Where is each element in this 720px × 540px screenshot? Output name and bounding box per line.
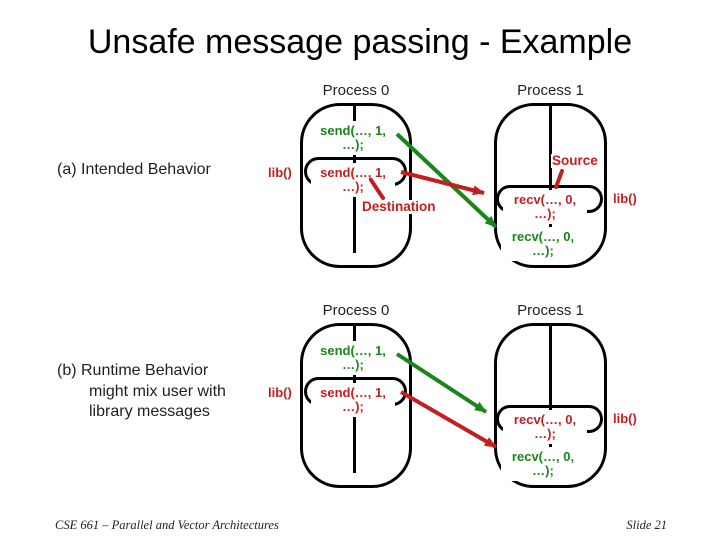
- process1-lifeline-a: [549, 106, 552, 242]
- section-a-caption: (a) Intended Behavior: [57, 161, 211, 178]
- source-annotation: Source: [551, 153, 599, 168]
- lib-label-right-a: lib(): [613, 191, 637, 206]
- slide-title: Unsafe message passing - Example: [87, 23, 633, 61]
- process0-header-a: Process 0: [322, 82, 390, 99]
- user-recv-label-a: recv(…, 0, …);: [501, 227, 585, 261]
- library-send-label-a: send(…, 1, …);: [311, 163, 395, 197]
- library-recv-label-a: recv(…, 0, …);: [503, 190, 587, 224]
- section-b-caption-line-3: library messages: [89, 403, 210, 420]
- destination-annotation: Destination: [361, 199, 437, 214]
- process1-lifeline-b: [549, 326, 552, 462]
- library-message-arrow-a: [400, 170, 485, 196]
- section-b-caption-line-1: (b) Runtime Behavior: [57, 362, 209, 379]
- footer-course-label: CSE 661 – Parallel and Vector Architectu…: [55, 518, 279, 532]
- process0-header-b: Process 0: [322, 302, 390, 319]
- lib-label-left-a: lib(): [268, 165, 292, 180]
- section-b-caption-line-2: might mix user with: [89, 382, 226, 400]
- process1-header-a: Process 1: [517, 82, 584, 99]
- section-b-caption: (b) Runtime Behavior might mix user with…: [57, 361, 226, 423]
- lib-label-right-b: lib(): [613, 411, 637, 426]
- footer-slide-number: Slide 21: [626, 518, 667, 532]
- library-recv-label-b: recv(…, 0, …);: [503, 410, 587, 444]
- user-send-label-a: send(…, 1, …);: [311, 121, 395, 155]
- library-send-label-b: send(…, 1, …);: [311, 383, 395, 417]
- user-recv-label-b: recv(…, 0, …);: [501, 447, 585, 481]
- user-send-label-b: send(…, 1, …);: [311, 341, 395, 375]
- lib-label-left-b: lib(): [268, 385, 292, 400]
- process1-header-b: Process 1: [517, 302, 584, 319]
- library-message-arrow-b: [399, 390, 498, 449]
